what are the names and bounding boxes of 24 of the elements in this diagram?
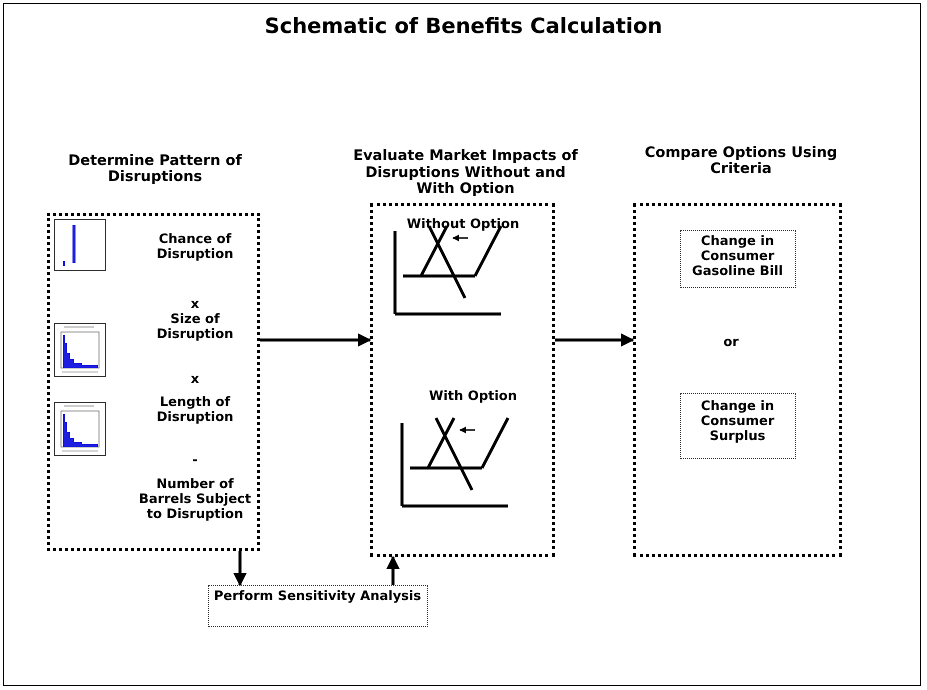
criterion-box	[680, 230, 796, 288]
arrow	[386, 556, 400, 585]
arrow	[555, 333, 634, 347]
diagram-title: Schematic of Benefits Calculation	[264, 14, 664, 38]
operator-symbol: x	[190, 298, 200, 313]
node-label: Number of Barrels Subject to Disruption	[138, 478, 252, 523]
panel-heading: Compare Options Using Criteria	[644, 144, 838, 178]
node-label: Size of Disruption	[156, 313, 234, 343]
node-label: Chance of Disruption	[156, 233, 234, 263]
node-label: Change in Consumer Surplus	[700, 400, 776, 445]
node-label: Change in Consumer Gasoline Bill	[691, 235, 784, 280]
panel-heading: Determine Pattern of Disruptions	[67, 152, 243, 186]
operator-symbol: x	[190, 373, 200, 388]
criterion-box	[680, 393, 796, 459]
operator-symbol: -	[191, 454, 199, 469]
arrow	[233, 551, 247, 586]
panel-heading: Evaluate Market Impacts of Disruptions Without and With Option	[352, 146, 579, 198]
node-label: Without Option	[406, 218, 520, 233]
operator-symbol: or	[722, 336, 740, 351]
arrow	[260, 333, 372, 347]
node-label: Perform Sensitivity Analysis	[212, 590, 422, 605]
node-label: Length of Disruption	[156, 396, 234, 426]
process-box	[208, 585, 428, 627]
node-label: With Option	[428, 390, 518, 405]
